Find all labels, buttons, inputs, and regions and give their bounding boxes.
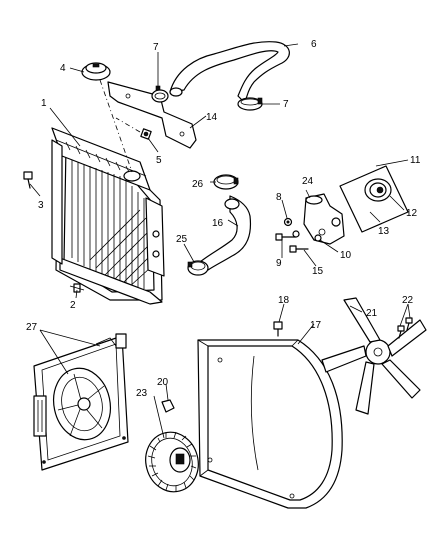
callout-8: 8 bbox=[276, 192, 282, 203]
fan-clutch bbox=[145, 431, 199, 493]
callout-10: 10 bbox=[340, 250, 352, 261]
hose-clamp-lower bbox=[237, 97, 263, 111]
bolt-18 bbox=[273, 321, 283, 337]
leader-lines bbox=[29, 43, 411, 439]
thermostat bbox=[364, 178, 392, 202]
callout-12: 12 bbox=[406, 208, 418, 219]
callout-6: 6 bbox=[311, 39, 317, 50]
bolt-9 bbox=[275, 233, 297, 241]
callout-26: 26 bbox=[192, 179, 204, 190]
callout-27: 27 bbox=[26, 322, 38, 333]
radiator-bracket bbox=[107, 81, 197, 149]
callout-23: 23 bbox=[136, 388, 148, 399]
callout-3: 3 bbox=[38, 200, 44, 211]
callout-4: 4 bbox=[60, 63, 66, 74]
electric-fan-module bbox=[33, 333, 129, 471]
radiator bbox=[51, 127, 165, 305]
callout-20: 20 bbox=[157, 377, 169, 388]
mounting-bolt bbox=[23, 171, 33, 189]
callout-2: 2 bbox=[70, 300, 76, 311]
callout-13: 13 bbox=[378, 226, 390, 237]
callout-21: 21 bbox=[366, 308, 378, 319]
fan-blade bbox=[321, 297, 427, 415]
callout-7b: 7 bbox=[283, 99, 289, 110]
callout-15: 15 bbox=[312, 266, 324, 277]
callout-1: 1 bbox=[41, 98, 47, 109]
callout-7a: 7 bbox=[153, 42, 159, 53]
callout-22: 22 bbox=[402, 295, 414, 306]
callout-18: 18 bbox=[278, 295, 290, 306]
screw-22 bbox=[397, 317, 413, 339]
washer-10 bbox=[314, 234, 322, 242]
callout-24: 24 bbox=[302, 176, 314, 187]
retaining-clip bbox=[140, 128, 152, 140]
hose-clamp-26 bbox=[213, 174, 239, 190]
upper-radiator-hose bbox=[169, 41, 290, 103]
callout-25: 25 bbox=[176, 234, 188, 245]
bolt-8 bbox=[283, 217, 293, 227]
callout-11: 11 bbox=[410, 155, 421, 166]
fan-shroud bbox=[197, 339, 343, 509]
thermostat-housing bbox=[303, 193, 345, 245]
callout-17: 17 bbox=[310, 320, 322, 331]
washer-15b bbox=[292, 230, 300, 238]
hose-clamp-upper bbox=[151, 85, 169, 103]
callout-5: 5 bbox=[156, 155, 162, 166]
callout-16: 16 bbox=[212, 218, 224, 229]
lower-radiator-hose bbox=[199, 195, 252, 271]
callout-labels: 1 2 3 4 5 6 7 7 8 9 10 11 12 13 14 15 16… bbox=[26, 39, 421, 399]
callout-14: 14 bbox=[206, 112, 218, 123]
hose-clamp-25 bbox=[187, 260, 209, 276]
nut-20 bbox=[161, 399, 175, 413]
radiator-cap bbox=[81, 62, 111, 81]
callout-9: 9 bbox=[276, 258, 282, 269]
bolt-15 bbox=[289, 245, 309, 253]
